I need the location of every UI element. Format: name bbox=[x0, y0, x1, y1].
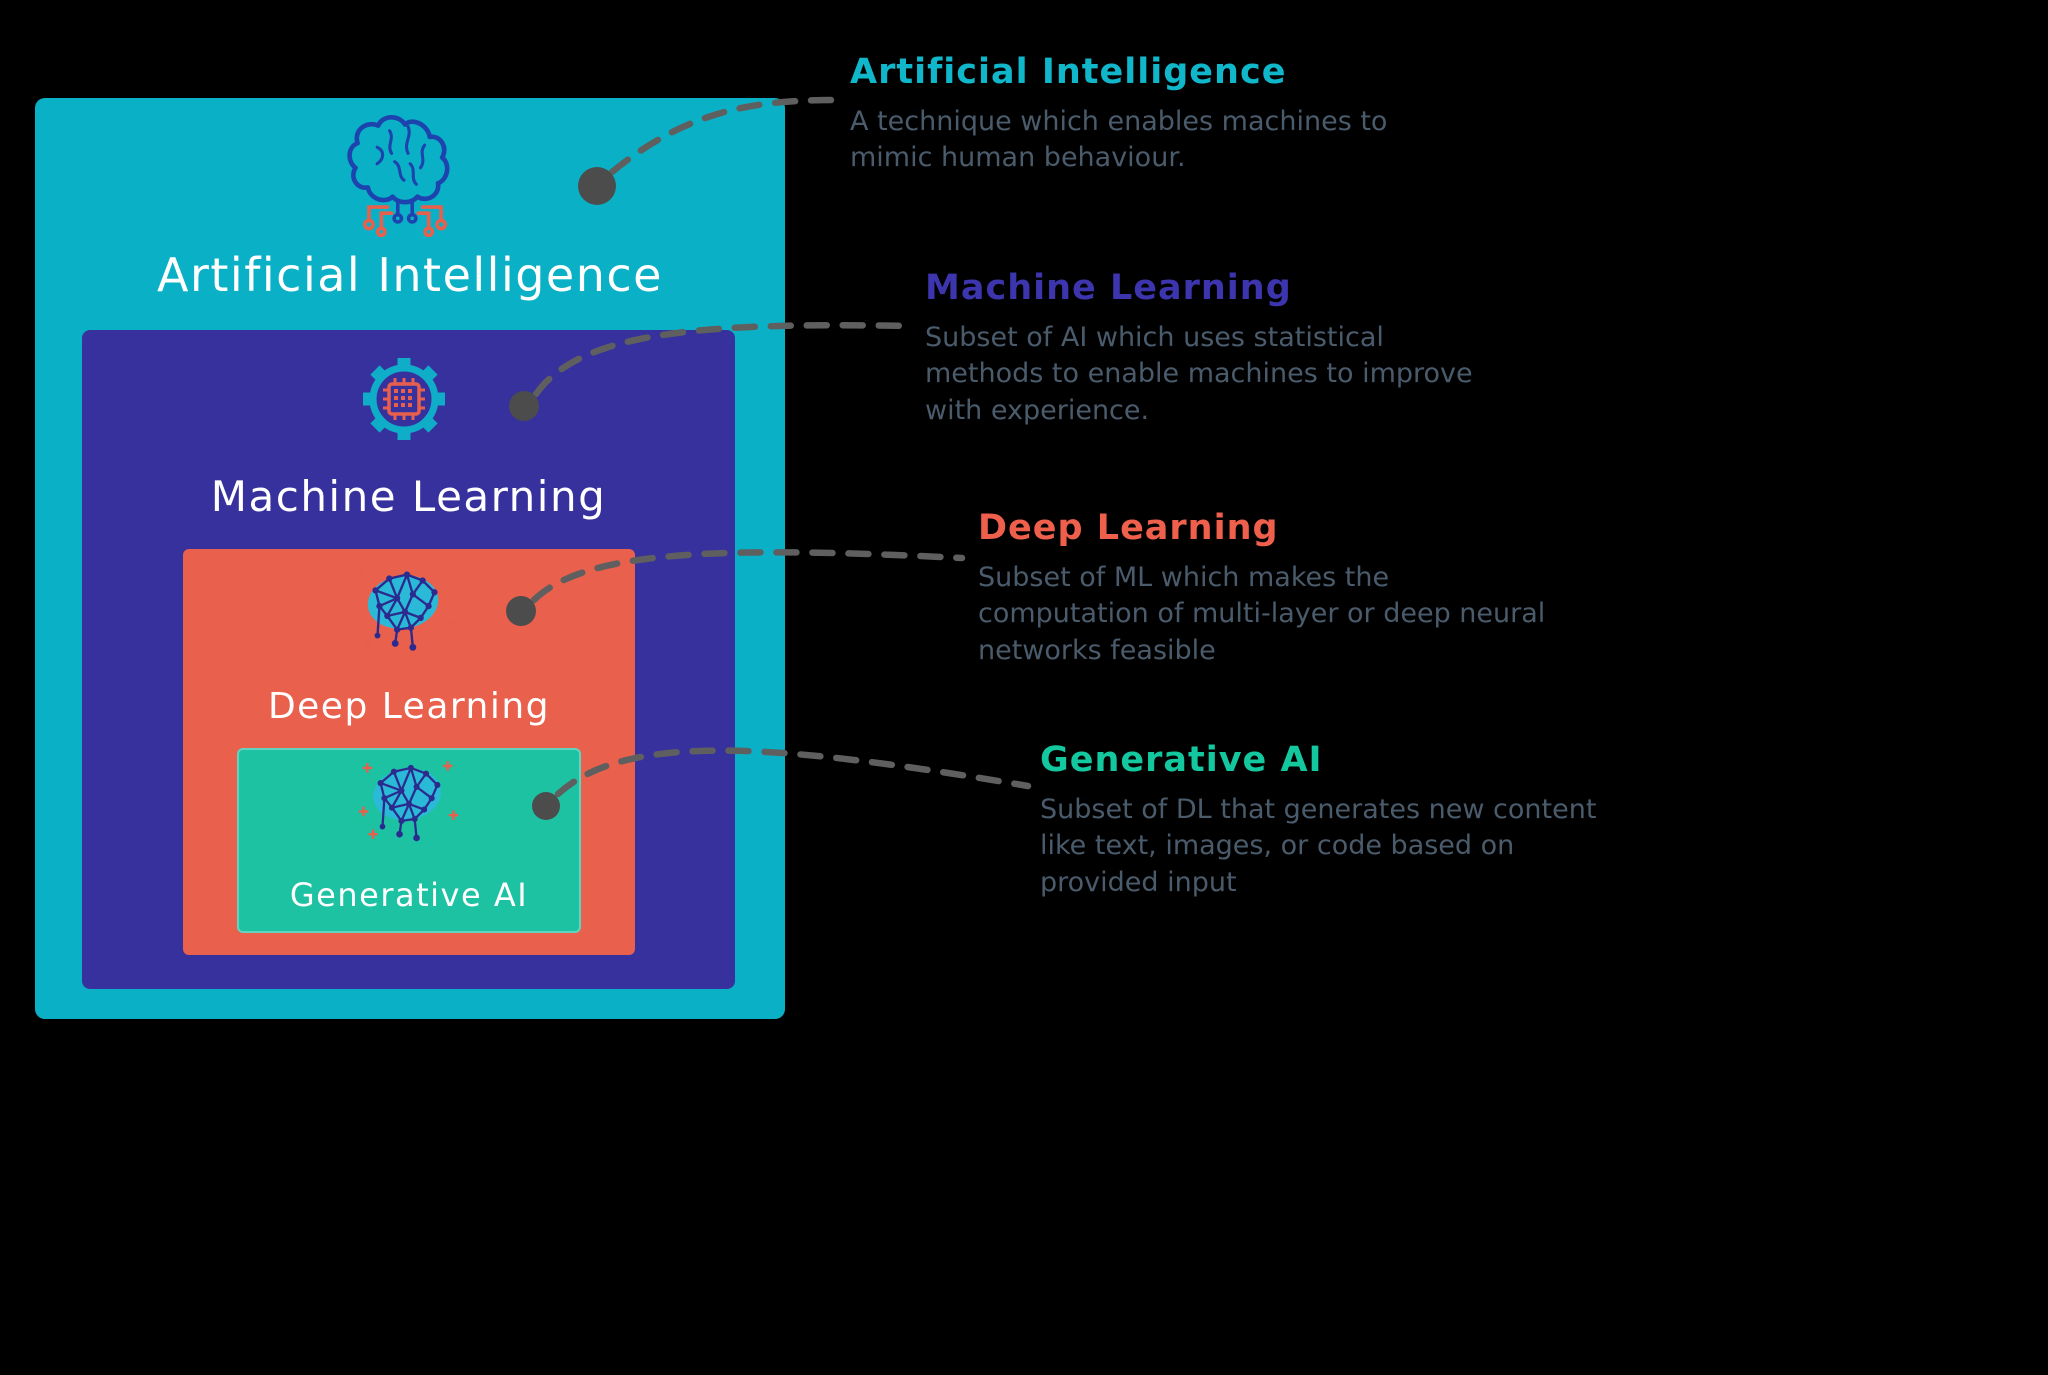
circuit-traces bbox=[362, 205, 448, 238]
genai-box-label: Generative AI bbox=[289, 876, 529, 914]
description-line: mimic human behaviour. bbox=[850, 142, 1186, 174]
brain-folds bbox=[375, 125, 427, 186]
plus-marks bbox=[358, 761, 459, 839]
description-line: like text, images, or code based on bbox=[1040, 830, 1515, 862]
chip-pins bbox=[383, 378, 425, 420]
network-nodes bbox=[372, 571, 438, 651]
gear-ring bbox=[369, 364, 439, 434]
annotation-artificial-intelligence: Artificial Intelligence A technique whic… bbox=[850, 52, 1387, 177]
annotation-title: Artificial Intelligence bbox=[850, 52, 1287, 92]
annotation-generative-ai: Generative AI Subset of DL that generate… bbox=[1040, 740, 1596, 901]
description-line: networks feasible bbox=[978, 634, 1216, 666]
description-line: Subset of ML which makes the bbox=[978, 562, 1390, 593]
plus-marks bbox=[352, 567, 457, 649]
annotation-description: Subset of AI which uses statistical meth… bbox=[925, 320, 1473, 429]
brain-stem-pins bbox=[392, 200, 418, 224]
description-line: provided input bbox=[1040, 866, 1237, 898]
neural-network-icon bbox=[358, 761, 459, 842]
ml-box-label: Machine Learning bbox=[210, 472, 607, 521]
description-line: methods to enable machines to improve bbox=[925, 358, 1473, 390]
annotation-machine-learning: Machine Learning Subset of AI which uses… bbox=[925, 268, 1473, 429]
annotation-title: Generative AI bbox=[1040, 740, 1323, 780]
annotation-deep-learning: Deep Learning Subset of ML which makes t… bbox=[978, 508, 1545, 669]
annotation-description: Subset of DL that generates new content … bbox=[1040, 792, 1596, 901]
neural-network-icon bbox=[352, 567, 457, 651]
description-line: Subset of DL that generates new content bbox=[1040, 794, 1597, 825]
chip-grid bbox=[394, 389, 412, 407]
dl-box-label: Deep Learning bbox=[267, 686, 551, 727]
network-nodes bbox=[377, 764, 441, 842]
description-line: computation of multi-layer or deep neura… bbox=[978, 598, 1546, 630]
annotation-title: Machine Learning bbox=[925, 268, 1292, 308]
gear-chip-icon bbox=[363, 358, 445, 440]
annotation-description: A technique which enables machines to mi… bbox=[850, 104, 1387, 177]
description-line: A technique which enables machines to bbox=[850, 106, 1388, 137]
annotation-description: Subset of ML which makes the computation… bbox=[978, 560, 1545, 669]
annotation-title: Deep Learning bbox=[978, 508, 1279, 548]
brain-circuit-icon bbox=[347, 115, 450, 238]
ai-box-label: Artificial Intelligence bbox=[157, 248, 663, 302]
description-line: Subset of AI which uses statistical bbox=[925, 322, 1384, 353]
description-line: with experience. bbox=[925, 394, 1150, 426]
brain-outline bbox=[347, 115, 450, 205]
